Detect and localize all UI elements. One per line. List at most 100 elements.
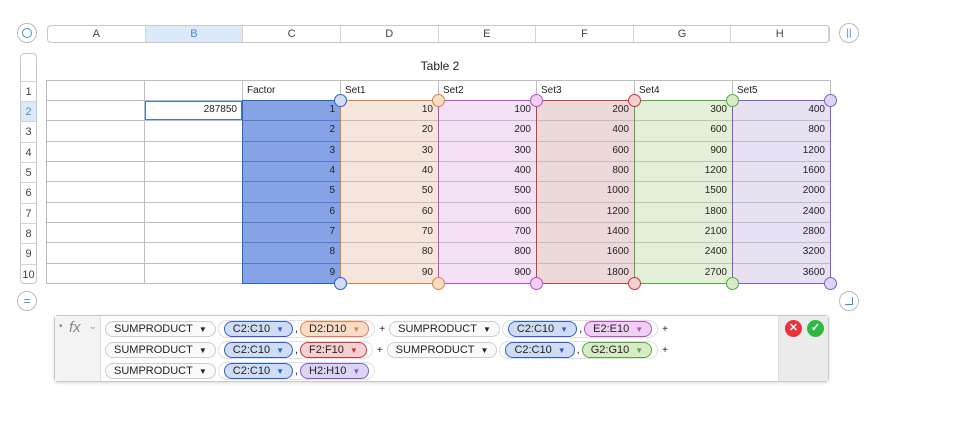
table-cell[interactable] xyxy=(46,242,145,264)
range-handle-F[interactable] xyxy=(628,277,641,290)
table-cell[interactable]: 8 xyxy=(242,242,341,264)
header-cell[interactable]: Set5 xyxy=(732,80,831,101)
row-header-5[interactable]: 5 xyxy=(21,162,36,182)
range-handle-F[interactable] xyxy=(628,94,641,107)
table-cell[interactable]: 400 xyxy=(536,120,635,142)
range-handle-H[interactable] xyxy=(824,277,837,290)
table-cell[interactable] xyxy=(46,181,145,203)
table-cell[interactable]: 2100 xyxy=(634,222,733,243)
table-cell[interactable] xyxy=(144,202,243,223)
table-cell[interactable]: 700 xyxy=(438,222,537,243)
header-cell[interactable]: Set3 xyxy=(536,80,635,101)
table-cell[interactable]: 800 xyxy=(438,242,537,264)
table-cell[interactable] xyxy=(144,161,243,182)
column-header-D[interactable]: D xyxy=(341,26,439,42)
range-handle-C[interactable] xyxy=(334,94,347,107)
table-cell[interactable]: 1600 xyxy=(732,161,831,182)
range-handle-H[interactable] xyxy=(824,94,837,107)
table-cell[interactable]: 2400 xyxy=(732,202,831,223)
header-cell[interactable]: Set4 xyxy=(634,80,733,101)
table-cell[interactable]: 60 xyxy=(340,202,439,223)
range-token[interactable]: C2:C10▼ xyxy=(223,321,293,337)
table-cell[interactable]: 3200 xyxy=(732,242,831,264)
table-cell[interactable]: 1200 xyxy=(536,202,635,223)
header-cell[interactable]: Factor xyxy=(242,80,341,101)
table-cell[interactable]: 400 xyxy=(732,100,831,121)
table-cell[interactable] xyxy=(46,263,145,284)
resize-table-button[interactable] xyxy=(839,291,859,311)
range-token[interactable]: C2:C10▼ xyxy=(223,342,293,358)
table-cell[interactable]: 1200 xyxy=(634,161,733,182)
range-handle-C[interactable] xyxy=(334,277,347,290)
range-handle-D[interactable] xyxy=(432,94,445,107)
table-cell[interactable]: 900 xyxy=(438,263,537,284)
function-token[interactable]: SUMPRODUCT▼ xyxy=(105,363,216,379)
table-cell[interactable]: 30 xyxy=(340,141,439,162)
table-cell[interactable]: 300 xyxy=(438,141,537,162)
column-header-H[interactable]: H xyxy=(731,26,829,42)
table-cell[interactable] xyxy=(46,141,145,162)
row-header-3[interactable]: 3 xyxy=(21,121,36,142)
row-header-9[interactable]: 9 xyxy=(21,243,36,264)
column-header-A[interactable]: A xyxy=(48,26,146,42)
table-cell[interactable] xyxy=(144,141,243,162)
row-header-4[interactable]: 4 xyxy=(21,142,36,162)
table-cell[interactable]: 1000 xyxy=(536,181,635,203)
table-cell[interactable]: 50 xyxy=(340,181,439,203)
table-cell[interactable]: 1500 xyxy=(634,181,733,203)
range-handle-G[interactable] xyxy=(726,94,739,107)
range-token[interactable]: C2:C10▼ xyxy=(223,363,293,379)
range-handle-E[interactable] xyxy=(530,277,543,290)
column-header-C[interactable]: C xyxy=(243,26,341,42)
table-cell[interactable] xyxy=(46,202,145,223)
table-cell[interactable]: 4 xyxy=(242,161,341,182)
range-token[interactable]: E2:E10▼ xyxy=(584,321,653,337)
range-handle-D[interactable] xyxy=(432,277,445,290)
range-token[interactable]: G2:G10▼ xyxy=(581,342,653,358)
table-cell[interactable]: 20 xyxy=(340,120,439,142)
column-header-F[interactable]: F xyxy=(536,26,634,42)
table-cell[interactable]: 80 xyxy=(340,242,439,264)
range-handle-G[interactable] xyxy=(726,277,739,290)
table-cell[interactable]: 2700 xyxy=(634,263,733,284)
column-header-G[interactable]: G xyxy=(634,26,732,42)
row-header-10[interactable]: 10 xyxy=(21,264,36,283)
table-cell[interactable]: 70 xyxy=(340,222,439,243)
table-cell[interactable]: 300 xyxy=(634,100,733,121)
table-cell[interactable] xyxy=(46,161,145,182)
column-header-B[interactable]: B xyxy=(145,26,244,42)
accept-icon[interactable]: ✓ xyxy=(807,320,824,337)
table-cell[interactable]: 287850 xyxy=(144,100,243,121)
table-cell[interactable]: 200 xyxy=(438,120,537,142)
table-cell[interactable]: 500 xyxy=(438,181,537,203)
column-header-E[interactable]: E xyxy=(439,26,537,42)
table-cell[interactable]: 2000 xyxy=(732,181,831,203)
function-token[interactable]: SUMPRODUCT▼ xyxy=(105,321,216,337)
chevron-down-icon[interactable]: ⌄ xyxy=(89,321,97,331)
table-cell[interactable] xyxy=(144,181,243,203)
select-table-button[interactable] xyxy=(17,23,37,43)
header-cell[interactable] xyxy=(46,80,145,101)
table-cell[interactable]: 800 xyxy=(732,120,831,142)
row-header-7[interactable]: 7 xyxy=(21,203,36,223)
table-cell[interactable]: 9 xyxy=(242,263,341,284)
cancel-icon[interactable]: ✕ xyxy=(785,320,802,337)
range-token[interactable]: C2:C10▼ xyxy=(505,342,575,358)
table-cell[interactable] xyxy=(144,242,243,264)
header-cell[interactable]: Set2 xyxy=(438,80,537,101)
table-cell[interactable] xyxy=(144,222,243,243)
table-cell[interactable]: 600 xyxy=(634,120,733,142)
table-cell[interactable] xyxy=(144,120,243,142)
table-cell[interactable]: 10 xyxy=(340,100,439,121)
table-cell[interactable]: 7 xyxy=(242,222,341,243)
table-cell[interactable]: 1800 xyxy=(536,263,635,284)
function-token[interactable]: SUMPRODUCT▼ xyxy=(389,321,500,337)
row-header-8[interactable]: 8 xyxy=(21,223,36,243)
table-cell[interactable]: 900 xyxy=(634,141,733,162)
table-cell[interactable]: 40 xyxy=(340,161,439,182)
range-token[interactable]: C2:C10▼ xyxy=(507,321,578,337)
table-cell[interactable]: 1400 xyxy=(536,222,635,243)
table-cell[interactable]: 90 xyxy=(340,263,439,284)
row-header-2[interactable]: 2 xyxy=(21,101,36,121)
header-cell[interactable]: Set1 xyxy=(340,80,439,101)
